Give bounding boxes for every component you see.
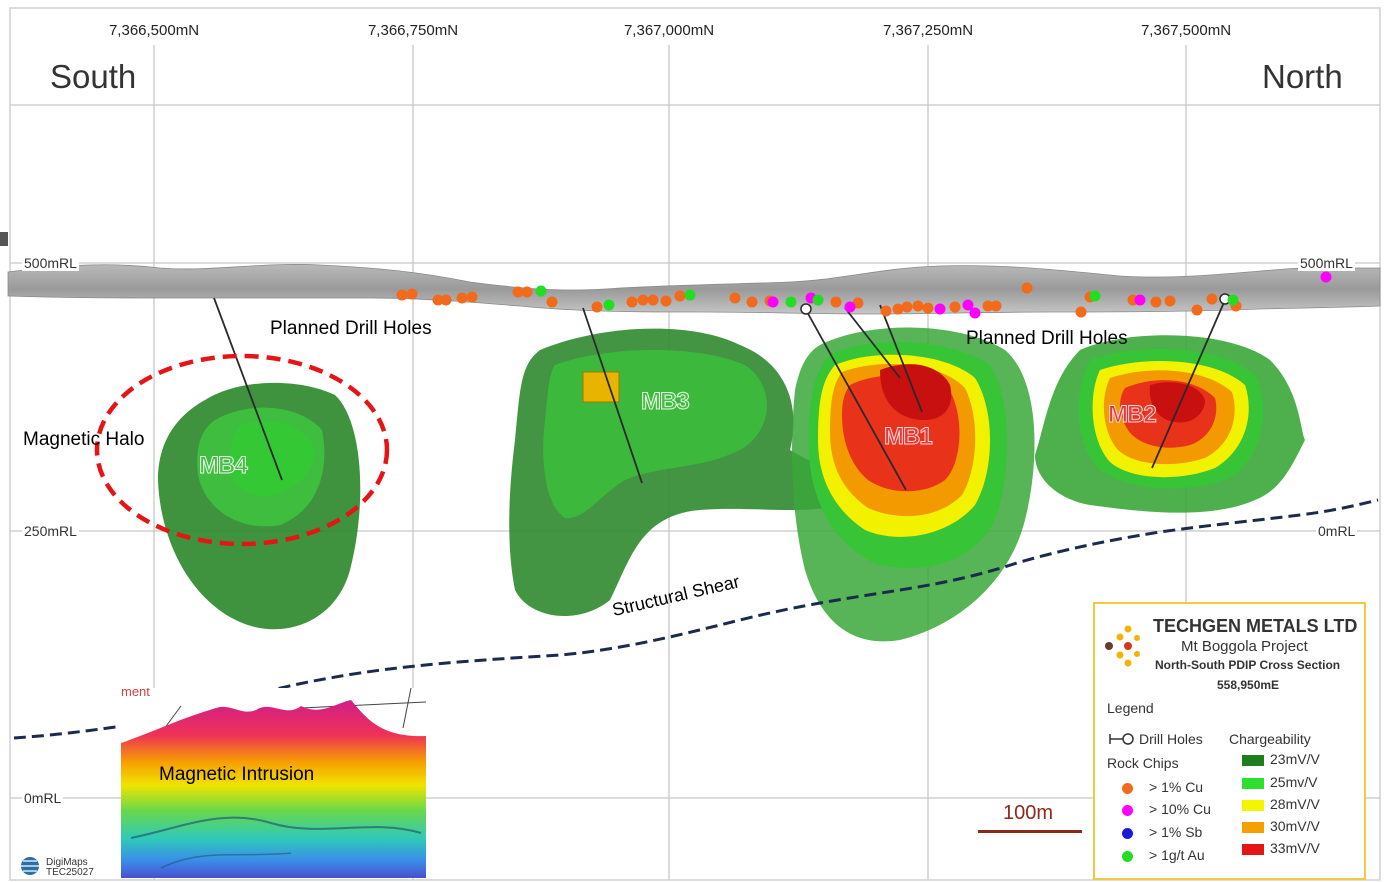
digimaps-logo-icon [21, 857, 39, 875]
chargeability-28-swatch [1242, 800, 1264, 811]
magnetic-intrusion-inset: ment Magnetic Intrusion [121, 688, 426, 878]
legend-chargeability-title: Chargeability [1229, 731, 1311, 747]
rl-label: 0mRL [22, 790, 64, 806]
inset-graphic [121, 688, 426, 878]
legend-rock-chips-title: Rock Chips [1107, 755, 1179, 771]
legend-company: TECHGEN METALS LTD [1153, 616, 1358, 636]
drill-hole-symbol-icon [1109, 733, 1134, 745]
map-frame [9, 7, 1381, 881]
mb1-anomaly-body [792, 327, 1035, 642]
rl-label: 500mRL [1298, 255, 1355, 271]
legend-easting: 558,950mE [1217, 678, 1280, 692]
rock-chip-au-dot-icon [1122, 851, 1133, 862]
legend-drill-holes: Drill Holes [1139, 731, 1203, 747]
rl-label: 0mRL [1316, 523, 1358, 539]
northing-label: 7,367,500mN [1140, 22, 1232, 39]
inset-fragment-label: ment [121, 688, 150, 699]
legend-panel: TECHGEN METALS LTD Mt Boggola Project No… [1093, 602, 1366, 880]
rock-chip-cu-dot-icon [1122, 783, 1133, 794]
credit-line1: DigiMaps [46, 857, 88, 868]
legend-chargeability-label: 30mV/V [1270, 818, 1320, 834]
chargeability-23-swatch [1242, 755, 1264, 766]
rl-label: 250mRL [22, 523, 79, 539]
legend-rock-chip-label: > 10% Cu [1149, 801, 1211, 817]
planned-drill-holes-label: Planned Drill Holes [966, 328, 1128, 349]
mb4-anomaly-body [158, 382, 361, 630]
mb1-label: MB1 [884, 423, 934, 451]
legend-rock-chip-label: > 1% Cu [1149, 779, 1204, 795]
rock-chip-sb-dot-icon [1122, 828, 1133, 839]
legend-chargeability-label: 33mV/V [1270, 840, 1320, 856]
direction-north: North [1262, 58, 1343, 95]
rock-chip-high-cu-dot-icon [1122, 805, 1133, 816]
scale-bar-label: 100m [1003, 802, 1054, 824]
chargeability-30-swatch [1242, 822, 1264, 833]
mb3-anomaly-body [509, 328, 860, 617]
legend-chargeability-label: 25mv/V [1270, 774, 1318, 790]
legend-rock-chip-label: > 1% Sb [1149, 824, 1203, 840]
legend-heading: Legend [1107, 700, 1154, 716]
edge-marker [0, 232, 8, 246]
northing-label: 7,367,250mN [882, 22, 974, 39]
mb2-label: MB2 [1108, 401, 1158, 429]
planned-drill-holes-label: Planned Drill Holes [270, 318, 432, 339]
techgen-logo-icon [1105, 625, 1140, 667]
legend-chargeability-label: 28mV/V [1270, 796, 1320, 812]
legend-rock-chip-label: > 1g/t Au [1149, 847, 1205, 863]
rock-chip-points [396, 271, 1332, 319]
scale-bar-line [978, 830, 1082, 833]
legend-chargeability-label: 23mV/V [1270, 751, 1320, 767]
magnetic-halo-label: Magnetic Halo [23, 429, 145, 450]
direction-south: South [50, 58, 137, 95]
legend-project: Mt Boggola Project [1181, 638, 1308, 655]
mb2-anomaly-body [1035, 335, 1305, 513]
northing-label: 7,367,000mN [623, 22, 715, 39]
magnetic-halo-ellipse [94, 353, 390, 547]
rl-label: 500mRL [22, 255, 79, 271]
northing-label: 7,366,500mN [108, 22, 200, 39]
northing-label: 7,366,750mN [367, 22, 459, 39]
chargeability-25-swatch [1242, 778, 1264, 789]
mb4-label: MB4 [199, 452, 249, 480]
planned-drill-holes [213, 297, 1226, 491]
topographic-surface [7, 264, 1381, 315]
mb3-label: MB3 [641, 388, 691, 416]
chargeability-33-swatch [1242, 844, 1264, 855]
legend-section-title: North-South PDIP Cross Section [1155, 658, 1341, 672]
credit-line2: TEC25027 [46, 867, 94, 878]
magnetic-intrusion-label: Magnetic Intrusion [159, 764, 315, 785]
